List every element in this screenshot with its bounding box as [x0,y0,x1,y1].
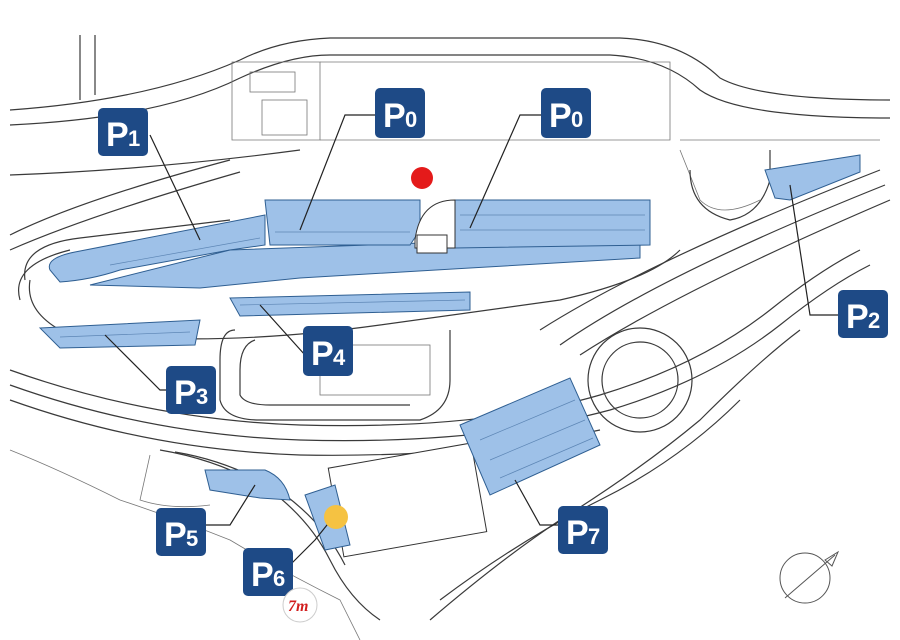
badge-p3[interactable]: P 3 [166,366,216,414]
badge-p6-letter: P [251,556,274,594]
yellow-location-marker[interactable] [324,505,348,529]
badge-p4-number: 4 [333,345,346,370]
badge-p6-number: 6 [273,566,285,591]
badge-p2[interactable]: P 2 [838,290,888,338]
badge-p7[interactable]: P 7 [558,506,608,554]
badge-p2-letter: P [846,298,869,336]
badge-p4[interactable]: P 4 [303,326,353,376]
badge-p6[interactable]: P 6 [243,548,293,596]
logo-text: 7m [288,598,308,615]
parking-stripes [59,214,645,479]
lot-p1 [48,214,266,283]
lot-p0-right [454,199,651,249]
badge-p5[interactable]: P 5 [156,508,206,556]
badge-p0-right[interactable]: P 0 [541,88,591,138]
badge-p2-number: 2 [868,308,880,333]
red-location-marker[interactable] [411,167,433,189]
badge-p0-right-letter: P [549,97,572,135]
badge-p5-number: 5 [186,526,198,551]
lot-p7 [459,377,601,496]
lot-p2 [764,154,861,201]
badge-p1[interactable]: P 1 [98,108,148,156]
badge-p0-right-number: 0 [571,107,583,132]
badge-p0-left-letter: P [383,97,406,135]
badge-p5-letter: P [164,516,187,554]
badge-p1-number: 1 [128,126,140,151]
badge-p3-number: 3 [196,384,208,409]
north-arrow-icon [779,550,840,604]
badge-p1-letter: P [106,116,129,154]
parking-lots [38,154,861,551]
lot-p4 [229,291,471,317]
station-entrance [416,234,448,254]
badge-p7-letter: P [566,514,589,552]
badge-p4-letter: P [311,335,334,373]
badge-p0-left[interactable]: P 0 [375,88,425,138]
badge-p0-left-number: 0 [405,107,417,132]
lot-p0-left [264,199,421,246]
logo-7m: 7m [282,587,318,623]
badge-p3-letter: P [174,374,197,412]
lot-p5 [204,469,291,501]
lot-p3 [38,319,201,349]
badge-p7-number: 7 [588,524,600,549]
